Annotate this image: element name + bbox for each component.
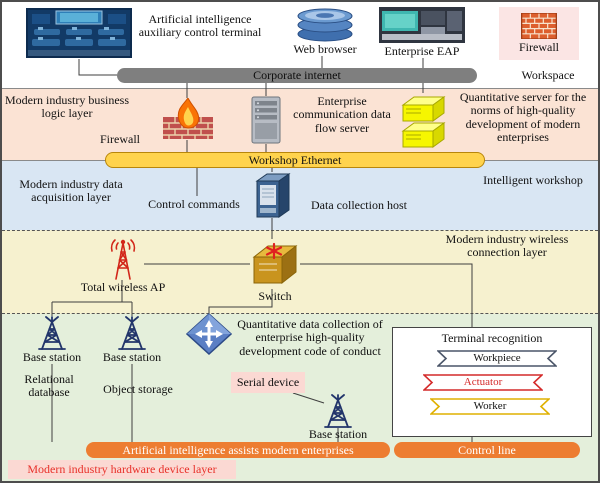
base-station-label: Base station (308, 427, 368, 441)
server-tower-icon (251, 96, 281, 144)
base-station-icon (33, 316, 71, 350)
relational-database-label: Relational database (24, 372, 74, 400)
yellow-server-icon (399, 93, 447, 151)
business-layer-title: Modern industry business logic layer (5, 93, 129, 121)
workpiece-label: Workpiece (473, 352, 521, 364)
wireless-ap-icon (102, 234, 144, 280)
base-station-label: Base station (22, 350, 82, 364)
workshop-ethernet-bar: Workshop Ethernet (105, 152, 485, 168)
actuator-label: Actuator (463, 376, 503, 388)
business-logic-band (2, 88, 598, 160)
quant-collection-label: Quantitative data collection of enterpri… (237, 317, 383, 358)
firewall-panel: Firewall (499, 7, 579, 60)
firewall-brick-icon (520, 12, 558, 39)
workspace-label: Workspace (521, 68, 575, 82)
enterprise-eap-image (379, 7, 465, 43)
corporate-internet-bar: Corporate internet (117, 68, 477, 83)
wireless-connection-band (2, 230, 598, 314)
firewall-layer-label: Firewall (100, 132, 140, 146)
wireless-layer-title: Modern industry wireless connection laye… (445, 232, 569, 260)
worker-label: Worker (473, 400, 507, 412)
actuator-ribbon: Actuator (423, 374, 543, 391)
firewall-label: Firewall (519, 39, 559, 54)
terminal-recognition-box: Terminal recognition Workpiece Actuator … (392, 327, 592, 437)
control-line-bar: Control line (394, 442, 580, 458)
object-storage-label: Object storage (103, 382, 173, 396)
comm-server-label: Enterprise communication data flow serve… (293, 94, 391, 135)
enterprise-eap-label: Enterprise EAP (384, 44, 460, 58)
terminal-recognition-title: Terminal recognition (441, 331, 543, 345)
base-station-icon (113, 316, 151, 350)
switch-label: Switch (258, 289, 292, 303)
ai-assists-bar: Artificial intelligence assists modern e… (86, 442, 390, 458)
quant-server-label: Quantitative server for the norms of hig… (459, 90, 587, 145)
flame-brick-icon (162, 98, 214, 140)
base-station-label: Base station (102, 350, 162, 364)
workpiece-ribbon: Workpiece (437, 350, 557, 367)
acquisition-layer-title: Modern industry data acquisition layer (19, 177, 123, 205)
data-acquisition-band (2, 160, 598, 230)
hardware-layer-label: Modern industry hardware device layer (8, 460, 236, 479)
worker-ribbon: Worker (430, 398, 550, 415)
data-host-icon (254, 172, 292, 218)
switch-icon (250, 239, 300, 289)
intelligent-workshop-label: Intelligent workshop (483, 173, 583, 187)
base-station-icon (319, 394, 357, 428)
data-host-label: Data collection host (311, 198, 407, 212)
diamond-arrows-icon (186, 313, 232, 355)
serial-device-box: Serial device (231, 372, 305, 393)
web-browser-icon (294, 8, 356, 42)
total-wireless-ap-label: Total wireless AP (80, 280, 166, 294)
control-room-image (26, 8, 132, 58)
ai-terminal-label: Artificial intelligence auxiliary contro… (138, 12, 262, 40)
web-browser-label: Web browser (293, 42, 357, 56)
control-commands-label: Control commands (148, 197, 240, 211)
